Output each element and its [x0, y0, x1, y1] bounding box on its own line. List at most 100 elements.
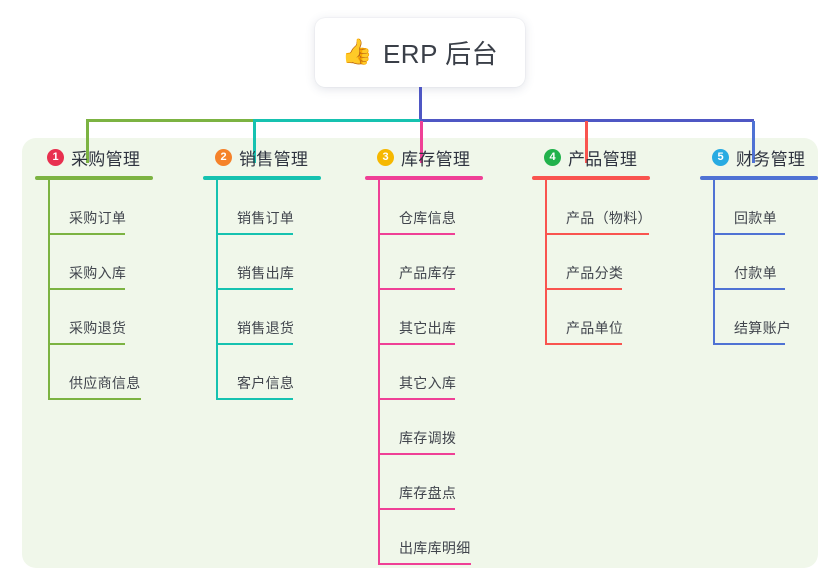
branch-item-label: 销售出库 — [237, 265, 295, 281]
branch-column-3: 3 库存管理仓库信息产品库存其它出库其它入库库存调拨库存盘点出库库明细 — [365, 144, 483, 565]
root-node-title: ERP 后台 — [382, 39, 499, 69]
branch-item[interactable]: 结算账户 — [713, 290, 791, 345]
branch-item-label: 回款单 — [734, 210, 777, 226]
branch-number-badge: 1 — [47, 148, 64, 166]
root-trunk-connector — [419, 87, 422, 121]
branch-item-underline — [216, 398, 293, 400]
branch-item[interactable]: 库存盘点 — [378, 455, 456, 510]
branch-item-label: 客户信息 — [237, 375, 295, 391]
branch-item-label: 采购入库 — [69, 265, 127, 281]
branch-header-1[interactable]: 1 采购管理 — [35, 144, 153, 170]
branch-item-list: 销售订单销售出库销售退货客户信息 — [216, 180, 294, 400]
branch-item-underline — [713, 343, 785, 345]
branch-title: 库存管理 — [401, 149, 471, 169]
branch-item[interactable]: 其它入库 — [378, 345, 456, 400]
bus-segment-blue — [420, 119, 754, 122]
branch-header-4[interactable]: 4 产品管理 — [532, 144, 650, 170]
branch-item-underline — [378, 508, 455, 510]
branch-spine — [216, 180, 218, 400]
branch-item[interactable]: 出库库明细 — [378, 510, 471, 565]
branch-item-underline — [48, 343, 125, 345]
branch-item-list: 仓库信息产品库存其它出库其它入库库存调拨库存盘点出库库明细 — [378, 180, 471, 565]
branch-item-label: 出库库明细 — [399, 540, 471, 556]
branch-item[interactable]: 仓库信息 — [378, 180, 456, 235]
branch-item[interactable]: 付款单 — [713, 235, 785, 290]
branch-item-label: 产品分类 — [566, 265, 624, 281]
branch-item-label: 销售退货 — [237, 320, 295, 336]
bus-segment-green — [86, 119, 253, 122]
drop-purchasing — [86, 121, 89, 163]
branch-title: 财务管理 — [736, 149, 806, 169]
branch-item-label: 产品库存 — [399, 265, 457, 281]
branch-item-label: 库存调拨 — [399, 430, 457, 446]
branch-header-3[interactable]: 3 库存管理 — [365, 144, 483, 170]
branch-number-badge: 4 — [544, 148, 561, 166]
branch-item-label: 其它入库 — [399, 375, 457, 391]
branch-item-underline — [48, 398, 141, 400]
branch-item-label: 采购退货 — [69, 320, 127, 336]
branch-item-label: 产品（物料） — [566, 210, 652, 226]
branch-item-label: 其它出库 — [399, 320, 457, 336]
branch-item[interactable]: 产品单位 — [545, 290, 623, 345]
branch-item[interactable]: 销售订单 — [216, 180, 294, 235]
branch-item[interactable]: 采购退货 — [48, 290, 126, 345]
branch-header-underline — [365, 176, 483, 180]
drop-inventory — [420, 121, 423, 163]
branch-item-label: 库存盘点 — [399, 485, 457, 501]
branch-item-list: 回款单付款单结算账户 — [713, 180, 791, 345]
branch-item-underline — [713, 233, 785, 235]
branch-item-underline — [378, 343, 455, 345]
branch-item-underline — [378, 563, 471, 565]
branch-item-underline — [48, 288, 125, 290]
branch-header-underline — [203, 176, 321, 180]
branch-item[interactable]: 产品分类 — [545, 235, 623, 290]
branch-spine — [545, 180, 547, 345]
branch-item[interactable]: 产品（物料） — [545, 180, 652, 235]
branch-title: 产品管理 — [568, 149, 638, 169]
branch-title: 销售管理 — [239, 149, 309, 169]
thumbs-up-icon: 👍 — [341, 38, 373, 66]
branch-item[interactable]: 销售退货 — [216, 290, 294, 345]
branch-item-label: 供应商信息 — [69, 375, 141, 391]
branch-item-label: 采购订单 — [69, 210, 127, 226]
branch-column-4: 4 产品管理产品（物料） 产品分类产品单位 — [532, 144, 652, 345]
branch-item-underline — [216, 343, 293, 345]
branch-item-label: 付款单 — [734, 265, 777, 281]
branch-item-label: 仓库信息 — [399, 210, 457, 226]
branch-item[interactable]: 采购入库 — [48, 235, 126, 290]
branch-header-underline — [532, 176, 650, 180]
branch-item[interactable]: 供应商信息 — [48, 345, 141, 400]
branch-item-list: 产品（物料） 产品分类产品单位 — [545, 180, 652, 345]
branch-item-label: 产品单位 — [566, 320, 624, 336]
branch-spine — [48, 180, 50, 400]
branch-item[interactable]: 其它出库 — [378, 290, 456, 345]
branch-item[interactable]: 产品库存 — [378, 235, 456, 290]
diagram-panel — [22, 138, 818, 568]
branch-item-underline — [378, 453, 455, 455]
bus-segment-teal — [253, 119, 420, 122]
branch-item[interactable]: 客户信息 — [216, 345, 294, 400]
branch-item-underline — [216, 288, 293, 290]
branch-header-underline — [700, 176, 818, 180]
drop-product — [585, 121, 588, 163]
drop-finance — [752, 121, 755, 163]
branch-item-underline — [713, 288, 785, 290]
branch-item-underline — [545, 343, 622, 345]
branch-item[interactable]: 采购订单 — [48, 180, 126, 235]
branch-item[interactable]: 销售出库 — [216, 235, 294, 290]
branch-item-label: 销售订单 — [237, 210, 295, 226]
branch-item-underline — [378, 398, 455, 400]
branch-title: 采购管理 — [71, 149, 141, 169]
root-node-card[interactable]: 👍 ERP 后台 — [315, 18, 525, 87]
branch-item-label: 结算账户 — [734, 320, 792, 336]
branch-item-list: 采购订单采购入库采购退货供应商信息 — [48, 180, 141, 400]
branch-header-underline — [35, 176, 153, 180]
branch-item[interactable]: 回款单 — [713, 180, 785, 235]
branch-number-badge: 3 — [377, 148, 394, 166]
branch-item[interactable]: 库存调拨 — [378, 400, 456, 455]
